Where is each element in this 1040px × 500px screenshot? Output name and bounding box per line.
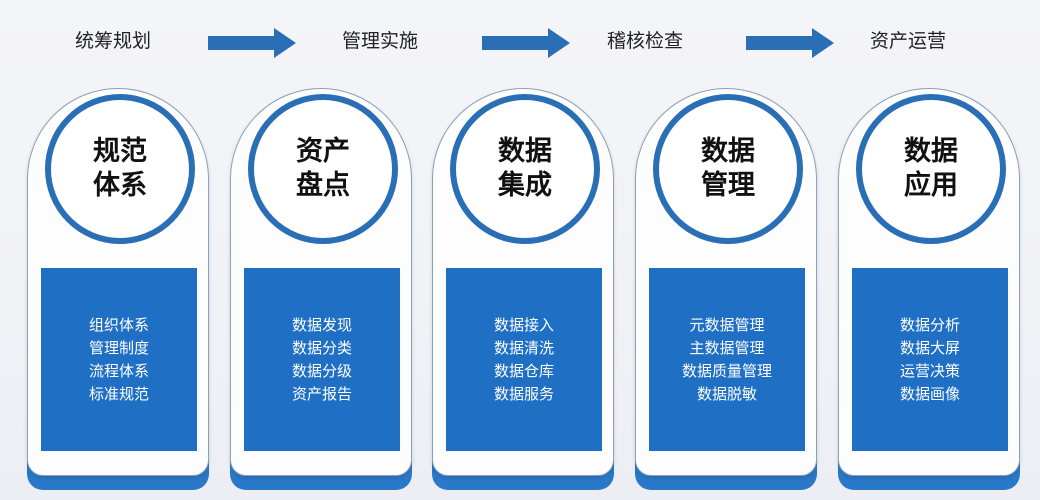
pillar-card: 数据集成数据接入数据清洗数据仓库数据服务: [432, 88, 614, 490]
card-items-box: 元数据管理主数据管理数据质量管理数据脱敏: [649, 268, 805, 451]
card-item: 标准规范: [88, 384, 149, 403]
card-title-line: 管理: [701, 170, 755, 201]
card-item: 数据脱敏: [696, 384, 757, 403]
card-body: 数据管理元数据管理主数据管理数据质量管理数据脱敏: [635, 88, 817, 476]
card-item: 数据发现: [291, 315, 352, 334]
card-items-box: 数据接入数据清洗数据仓库数据服务: [446, 268, 602, 451]
card-item: 管理制度: [88, 338, 149, 357]
card-item: 组织体系: [88, 315, 149, 334]
card-title-line: 资产: [296, 136, 350, 167]
pillar-card: 资产盘点数据发现数据分类数据分级资产报告: [230, 88, 412, 490]
arrow-right-icon: [482, 28, 570, 58]
card-title-circle: 资产盘点: [248, 94, 398, 244]
card-body: 规范体系组织体系管理制度流程体系标准规范: [27, 88, 209, 476]
pillar-card: 数据应用数据分析数据大屏运营决策数据画像: [838, 88, 1020, 490]
card-title-circle: 数据管理: [653, 94, 803, 244]
pillar-card: 规范体系组织体系管理制度流程体系标准规范: [27, 88, 209, 490]
card-item: 数据清洗: [493, 338, 554, 357]
card-title-line: 盘点: [296, 170, 350, 201]
card-title-circle: 数据应用: [856, 94, 1006, 244]
card-title-line: 集成: [498, 170, 552, 201]
card-item: 数据画像: [899, 384, 960, 403]
card-title-line: 规范: [93, 136, 147, 167]
card-item: 数据大屏: [899, 338, 960, 357]
stage-label: 资产运营: [869, 30, 946, 52]
stage-label: 稽核检查: [606, 30, 683, 52]
stage-label: 管理实施: [341, 30, 418, 52]
card-title-circle: 规范体系: [45, 94, 195, 244]
card-item: 资产报告: [291, 384, 352, 403]
card-item: 数据服务: [493, 384, 554, 403]
card-items-box: 组织体系管理制度流程体系标准规范: [41, 268, 197, 451]
card-title-line: 体系: [93, 170, 147, 201]
pillar-card: 数据管理元数据管理主数据管理数据质量管理数据脱敏: [635, 88, 817, 490]
card-title-line: 数据: [904, 136, 958, 167]
card-item: 数据接入: [493, 315, 554, 334]
card-item: 元数据管理: [689, 315, 765, 334]
card-item: 运营决策: [899, 361, 960, 380]
card-title-line: 应用: [904, 170, 958, 201]
card-item: 数据分级: [291, 361, 352, 380]
card-items-box: 数据发现数据分类数据分级资产报告: [244, 268, 400, 451]
card-item: 数据分类: [291, 338, 352, 357]
card-item: 流程体系: [88, 361, 149, 380]
card-title-line: 数据: [701, 136, 755, 167]
card-items-box: 数据分析数据大屏运营决策数据画像: [852, 268, 1008, 451]
card-title-circle: 数据集成: [450, 94, 600, 244]
arrow-right-icon: [746, 28, 834, 58]
card-item: 数据质量管理: [681, 361, 772, 380]
card-body: 资产盘点数据发现数据分类数据分级资产报告: [230, 88, 412, 476]
card-item: 主数据管理: [689, 338, 765, 357]
card-title-line: 数据: [498, 136, 552, 167]
arrow-right-icon: [208, 28, 296, 58]
card-body: 数据应用数据分析数据大屏运营决策数据画像: [838, 88, 1020, 476]
card-item: 数据分析: [899, 315, 960, 334]
card-item: 数据仓库: [493, 361, 554, 380]
card-body: 数据集成数据接入数据清洗数据仓库数据服务: [432, 88, 614, 476]
stage-label: 统筹规划: [74, 30, 151, 52]
